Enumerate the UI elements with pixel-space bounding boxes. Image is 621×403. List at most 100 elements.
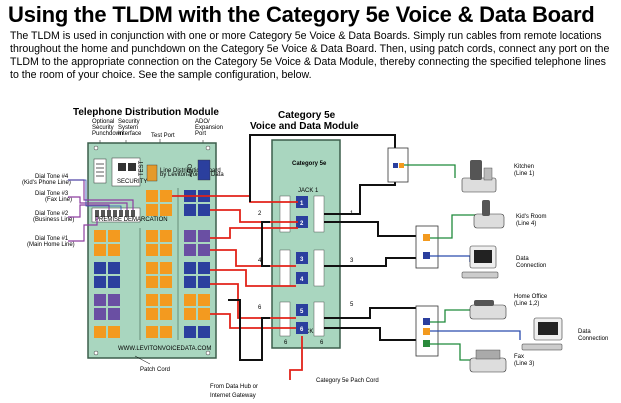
cat5e-left-number: 4 bbox=[258, 258, 262, 264]
demarc-contact bbox=[119, 210, 123, 217]
cat5e-punch-strip bbox=[279, 301, 291, 337]
room-data-2-1: Data bbox=[578, 329, 591, 335]
cat5e-jack-number: 4 bbox=[300, 277, 304, 283]
dial-tone-wire-1 bbox=[68, 217, 98, 242]
demarc-contact bbox=[125, 210, 129, 217]
room-fax-1: Fax bbox=[514, 354, 524, 360]
hub-label-2: Internet Gateway bbox=[210, 393, 256, 399]
tldm-screw bbox=[93, 145, 99, 151]
callout-test-port: Test Port bbox=[151, 133, 175, 139]
room-office-1: Home Office bbox=[514, 294, 548, 300]
tldm-jack bbox=[184, 294, 196, 306]
room-office: Home Office (Line 1,2) bbox=[514, 294, 549, 307]
dial-tone-2: Dial Tone #2 (Business Line) bbox=[33, 211, 74, 223]
callout-punchdown: Punchdown bbox=[92, 131, 123, 137]
kids-wire bbox=[430, 214, 478, 239]
page-title: Using the TLDM with the Category 5e Voic… bbox=[8, 2, 595, 27]
office-wire bbox=[430, 309, 478, 323]
test-port bbox=[146, 164, 158, 182]
tldm-jack bbox=[94, 262, 106, 274]
ado-label: ADO bbox=[188, 164, 194, 177]
ado-port bbox=[197, 159, 211, 181]
tldm-jack bbox=[108, 230, 120, 242]
dial-tone-3-line1: Dial Tone #3 bbox=[35, 191, 69, 197]
room-data-2-2: Connection bbox=[578, 336, 608, 342]
callout-ado-3: Port bbox=[195, 131, 206, 137]
kitchen-wire bbox=[404, 164, 456, 178]
tldm-jack bbox=[198, 262, 210, 274]
cat5e-jack-number: 2 bbox=[300, 221, 304, 227]
tldm-jack bbox=[160, 190, 172, 202]
demarc-contact bbox=[95, 210, 99, 217]
demarc-contact bbox=[107, 210, 111, 217]
dial-tone-2-line2: (Business Line) bbox=[33, 217, 74, 223]
patch-cord-pointer bbox=[134, 355, 151, 365]
cat5e-left-number: 2 bbox=[258, 211, 262, 217]
security-jack bbox=[128, 163, 136, 171]
room-kitchen-1: Kitchen bbox=[514, 164, 534, 170]
tldm-jack bbox=[198, 244, 210, 256]
callout-security-interface: Security System Interface bbox=[118, 119, 142, 137]
room-cables bbox=[228, 134, 422, 361]
tldm-jack bbox=[94, 276, 106, 288]
cat5e-punch-strip bbox=[279, 249, 291, 287]
callout-optional: Optional bbox=[92, 119, 114, 125]
data-wire-2 bbox=[430, 330, 521, 340]
tldm-jack bbox=[198, 230, 210, 242]
cat5e-jacks bbox=[296, 196, 308, 334]
hub-label-1: From Data Hub or bbox=[210, 384, 258, 390]
room-fax-2: (Line 3) bbox=[514, 361, 534, 367]
office-phone-icon bbox=[469, 300, 507, 320]
tldm-jack bbox=[160, 204, 172, 216]
tldm-jack bbox=[94, 230, 106, 242]
tldm-jack bbox=[160, 294, 172, 306]
tldm-jack bbox=[108, 244, 120, 256]
cat5e-patch-label: Category 5e Pach Cord bbox=[316, 378, 379, 384]
cat5e-punch-strip bbox=[313, 195, 325, 233]
dial-tone-3-line2: (Fax Line) bbox=[45, 197, 72, 203]
security-jack bbox=[118, 163, 126, 171]
cat5e-jack bbox=[296, 272, 308, 284]
demarc-contact bbox=[113, 210, 117, 217]
room-cable bbox=[249, 134, 396, 202]
patch-cord-label: Patch Cord bbox=[140, 367, 170, 373]
room-kids-2: (Line 4) bbox=[516, 221, 536, 227]
demarc-contact bbox=[131, 210, 135, 217]
line-distribution-sub: by Leviton Voice & Data bbox=[160, 172, 224, 178]
cat5e-left-number: 6 bbox=[258, 305, 262, 311]
patch-cord bbox=[210, 269, 296, 287]
tldm-jack bbox=[94, 308, 106, 320]
tldm-jack bbox=[184, 262, 196, 274]
security-label: SECURITY bbox=[117, 179, 147, 185]
tldm-jack bbox=[160, 276, 172, 288]
tldm-jack bbox=[146, 294, 158, 306]
tldm-jack bbox=[108, 308, 120, 320]
room-kids-1: Kid's Room bbox=[516, 214, 547, 220]
cat5e-jack-top: JACK 1 bbox=[298, 188, 319, 194]
demarc-contact bbox=[101, 210, 105, 217]
tldm-jack bbox=[160, 326, 172, 338]
callout-security-2: Security bbox=[118, 119, 140, 125]
cat5e-jack bbox=[296, 252, 308, 264]
cat5e-jack-bottom: JACK 6 bbox=[298, 329, 319, 335]
room-cable bbox=[228, 299, 270, 361]
kids-phone-icon bbox=[473, 200, 505, 229]
tldm-jack bbox=[146, 326, 158, 338]
dial-tone-1: Dial Tone #1 (Main Home Line) bbox=[27, 236, 75, 248]
tldm-jack bbox=[94, 294, 106, 306]
wall-plate-jack bbox=[423, 340, 430, 347]
cat5e-jack bbox=[296, 304, 308, 316]
line-distribution-label: Line Distribution Board bbox=[160, 168, 221, 174]
demarc-label: PREMISE DEMARCATION bbox=[95, 217, 168, 223]
tldm-jack bbox=[108, 294, 120, 306]
tldm-jack bbox=[184, 204, 196, 216]
tldm-jack bbox=[146, 262, 158, 274]
tldm-jack bbox=[146, 276, 158, 288]
tldm-jack bbox=[160, 308, 172, 320]
room-data-1-1: Data bbox=[516, 256, 529, 262]
wall-plate-jack bbox=[393, 163, 398, 168]
callout-interface: Interface bbox=[118, 131, 142, 137]
tldm-jack bbox=[198, 326, 210, 338]
room-cable bbox=[324, 327, 420, 341]
